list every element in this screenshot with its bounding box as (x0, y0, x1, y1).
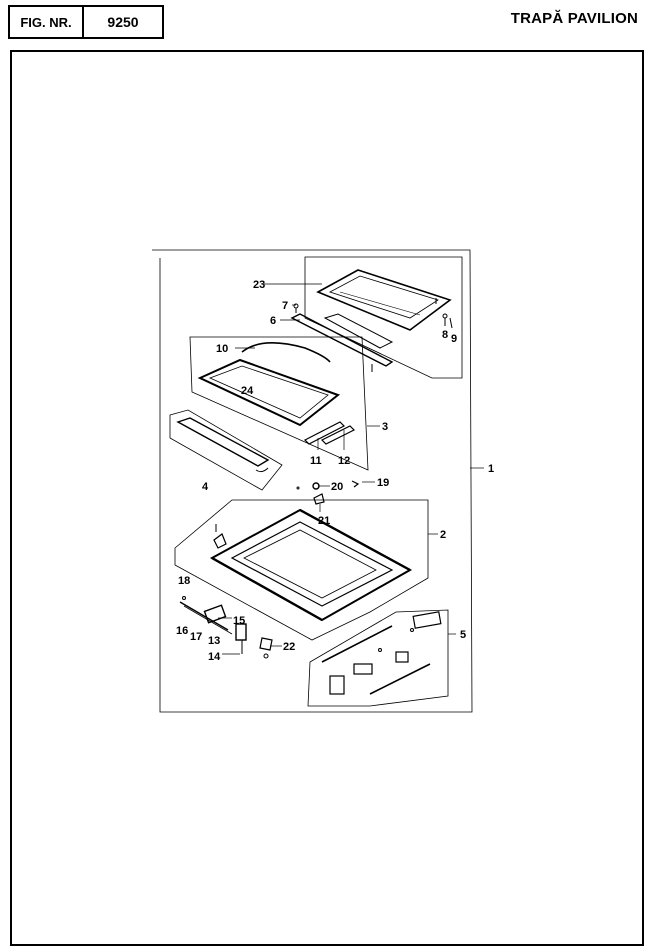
callout-23: 23 (253, 279, 265, 291)
shade-4 (176, 417, 270, 467)
glass-panel-23 (316, 269, 452, 331)
group-23-outline (304, 256, 463, 379)
callout-2: 2 (440, 529, 446, 541)
callout-19: 19 (377, 477, 389, 489)
page-title: TRAPĂ PAVILION (510, 10, 638, 27)
callout-20: 20 (331, 481, 343, 493)
guide-11 (303, 421, 346, 445)
callout-15: 15 (233, 615, 245, 627)
callout-24: 24 (241, 385, 254, 397)
seal-10 (241, 342, 331, 363)
callout-22: 22 (283, 641, 295, 653)
frame-2 (209, 508, 413, 622)
glass-24 (197, 358, 341, 427)
cable-16 (179, 601, 229, 631)
callout-9: 9 (451, 333, 457, 345)
diagram-frame (10, 50, 644, 946)
callout-3: 3 (382, 421, 388, 433)
callout-18: 18 (178, 575, 190, 587)
callout-21: 21 (318, 515, 330, 527)
motor-15 (203, 604, 227, 624)
callout-1: 1 (488, 463, 494, 475)
group-4-outline (169, 409, 283, 491)
assembly-outline (152, 249, 473, 713)
callout-11: 11 (310, 455, 322, 467)
figure-number-box: FIG. NR. 9250 (8, 5, 164, 39)
figure-number: 9250 (107, 14, 139, 30)
callout-4: 4 (202, 481, 209, 493)
figure-label: FIG. NR. (10, 7, 84, 37)
callout-7: 7 (282, 300, 288, 312)
bracket-21 (313, 493, 325, 505)
group-3-outline (189, 336, 369, 471)
callout-14: 14 (208, 651, 221, 663)
callout-6: 6 (270, 315, 276, 327)
screw-7 (293, 303, 299, 309)
callout-16: 16 (176, 625, 188, 637)
part-18 (182, 596, 186, 600)
rail-5 (321, 625, 393, 663)
deflector-6 (290, 313, 394, 367)
group-5-outline (307, 609, 449, 707)
callout-10: 10 (216, 343, 228, 355)
clip-19 (351, 480, 360, 488)
callout-8: 8 (442, 329, 448, 341)
group-2-outline (174, 499, 429, 641)
callout-13: 13 (208, 635, 220, 647)
callout-5: 5 (460, 629, 466, 641)
drive-13 (235, 623, 247, 641)
callout-12: 12 (338, 455, 350, 467)
bracket-22 (259, 637, 273, 651)
callout-17: 17 (190, 631, 202, 643)
guide-12 (320, 425, 356, 445)
